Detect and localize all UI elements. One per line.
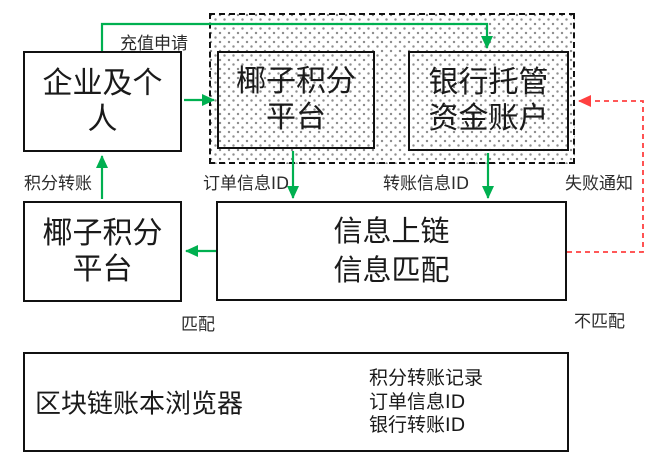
node-info-onchain-match: 信息上链 信息匹配 [216, 201, 567, 301]
edge-label-not-matched: 不匹配 [574, 312, 625, 332]
node-enterprise-label: 企业及个人 [42, 65, 163, 137]
edge-label-order-info-id: 订单信息ID [203, 174, 290, 194]
ledger-title: 区块链账本浏览器 [35, 389, 244, 420]
edge-label-recharge-request: 充值申请 [120, 34, 188, 54]
node-match-line1: 信息上链 [333, 214, 450, 249]
edge-label-transfer-info-id: 转账信息ID [383, 174, 470, 194]
ledger-item-order-id: 订单信息ID [369, 390, 466, 413]
node-coconut-mid-label: 椰子积分平台 [42, 215, 163, 287]
node-coconut-points-platform-mid: 椰子积分平台 [23, 201, 182, 302]
ledger-item-bank-transfer-id: 银行转账ID [369, 413, 466, 436]
node-coconut-points-platform-top: 椰子积分平台 [217, 51, 375, 149]
node-bank-custody-account: 银行托管资金账户 [408, 51, 569, 151]
node-bank-label: 银行托管资金账户 [428, 65, 549, 136]
edge-label-points-transfer: 积分转账 [24, 174, 92, 194]
ledger-record-list: 积分转账记录 订单信息ID 银行转账ID [369, 367, 483, 438]
edge-label-failure-notice: 失败通知 [565, 174, 633, 194]
node-blockchain-ledger-browser: 区块链账本浏览器 积分转账记录 订单信息ID 银行转账ID [23, 352, 569, 452]
node-enterprise-individual: 企业及个人 [23, 51, 182, 152]
edge-label-matched: 匹配 [181, 315, 215, 335]
node-match-line2: 信息匹配 [333, 253, 450, 287]
ledger-item-points-record: 积分转账记录 [369, 366, 484, 389]
node-coconut-top-label: 椰子积分平台 [236, 64, 356, 135]
